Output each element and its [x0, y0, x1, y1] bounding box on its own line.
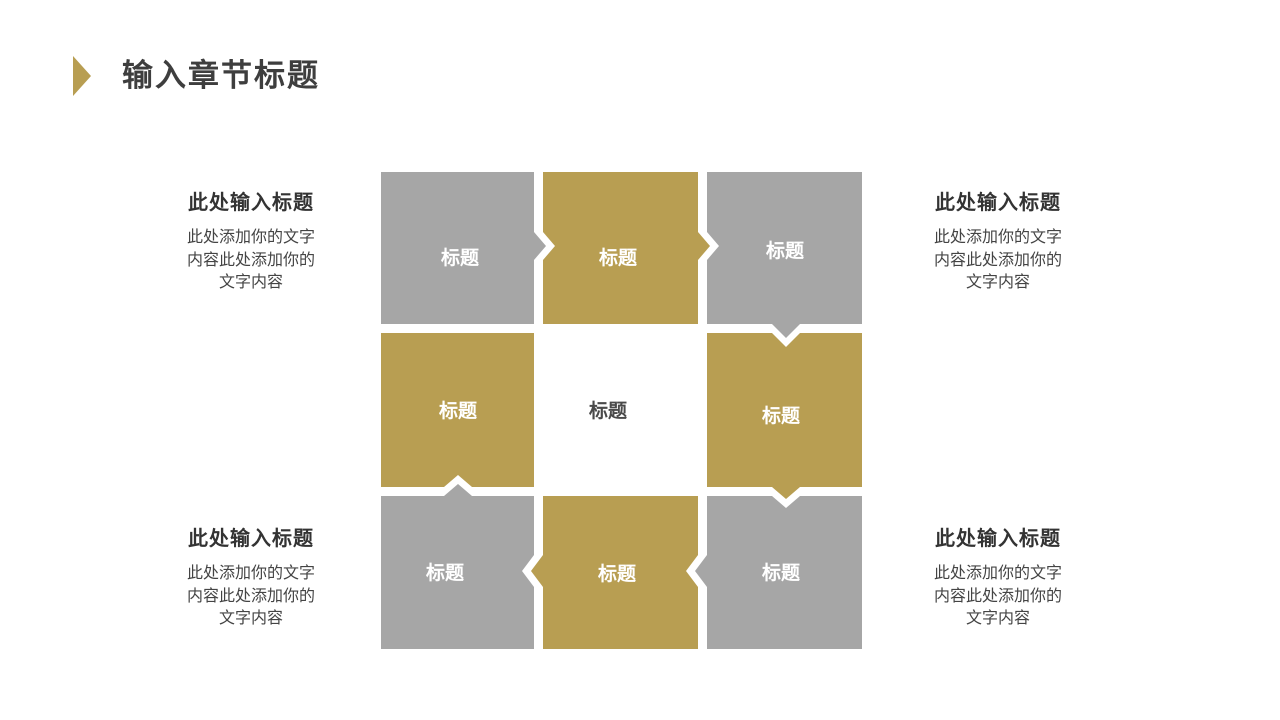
tile-6 [381, 484, 534, 649]
tile-2 [543, 172, 710, 324]
tile-1 [381, 172, 546, 324]
callout-title: 此处输入标题 [188, 526, 314, 550]
callout-top-left: 此处输入标题 此处添加你的文字内容此处添加你的文字内容 [151, 188, 351, 294]
tile-7-label: 标题 [597, 563, 636, 585]
tile-1-label: 标题 [440, 247, 479, 269]
tile-6-label: 标题 [425, 562, 464, 584]
callout-body: 此处添加你的文字内容此处添加你的文字内容 [933, 563, 1062, 627]
callout-body: 此处添加你的文字内容此处添加你的文字内容 [186, 227, 315, 291]
tile-5-label: 标题 [761, 405, 800, 427]
callout-title: 此处输入标题 [935, 526, 1061, 550]
tile-7 [531, 496, 698, 649]
tile-3 [707, 172, 862, 338]
callout-bottom-right: 此处输入标题 此处添加你的文字内容此处添加你的文字内容 [898, 524, 1098, 630]
tile-8 [695, 496, 862, 649]
tile-2-label: 标题 [598, 247, 637, 269]
tile-3-label: 标题 [765, 240, 804, 262]
callout-title: 此处输入标题 [188, 190, 314, 214]
tile-5 [707, 333, 862, 499]
page-title: 输入章节标题 [122, 58, 320, 94]
callout-body: 此处添加你的文字内容此处添加你的文字内容 [933, 227, 1062, 291]
callout-title: 此处输入标题 [935, 190, 1061, 214]
callout-bottom-left: 此处输入标题 此处添加你的文字内容此处添加你的文字内容 [151, 524, 351, 630]
callout-top-right: 此处输入标题 此处添加你的文字内容此处添加你的文字内容 [898, 188, 1098, 294]
tile-4-label: 标题 [438, 400, 477, 422]
tile-8-label: 标题 [761, 562, 800, 584]
callout-body: 此处添加你的文字内容此处添加你的文字内容 [186, 563, 315, 627]
title-marker-icon [73, 56, 91, 96]
tile-4 [381, 333, 534, 487]
center-label: 标题 [588, 400, 627, 422]
